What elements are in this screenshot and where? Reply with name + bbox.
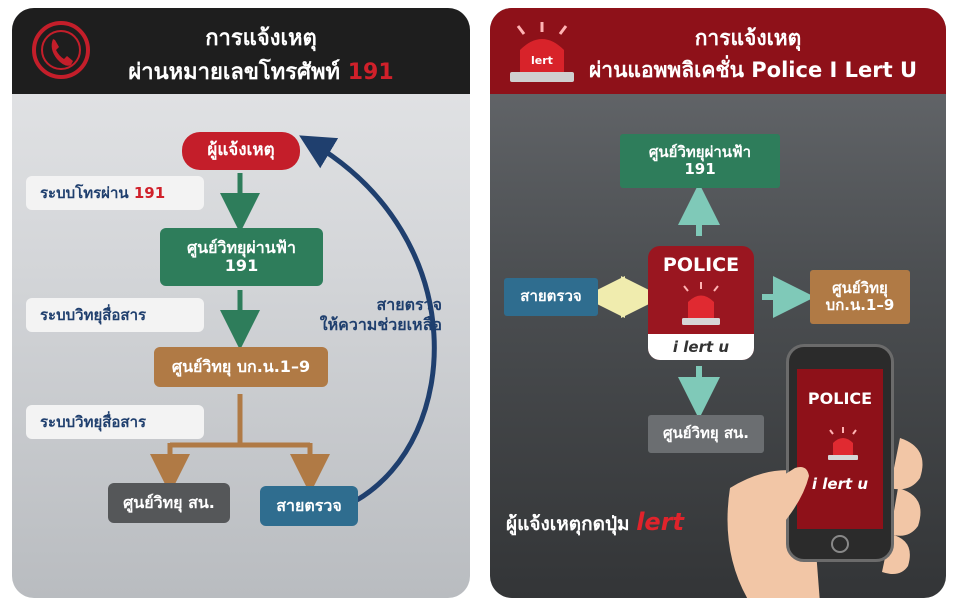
phone-system-number: 191 bbox=[133, 184, 166, 202]
app-bangkok-center-box: ศูนย์วิทยุผ่านฟ้า 191 bbox=[620, 134, 780, 188]
radio-system-label-1: ระบบวิทยุสื่อสาร bbox=[26, 298, 204, 332]
app-bangkok-center-number: 191 bbox=[684, 160, 716, 178]
phone-report-number: 191 bbox=[347, 60, 394, 85]
thumb-illustration bbox=[740, 467, 809, 528]
app-icon-title: POLICE bbox=[662, 254, 740, 276]
phone-report-subtitle-text: ผ่านหมายเลขโทรศัพท์ bbox=[128, 60, 341, 85]
press-button-text: ผู้แจ้งเหตุกดปุ่ม bbox=[506, 513, 630, 535]
app-division-box: ศูนย์วิทยุ บก.น.1–9 bbox=[810, 270, 910, 324]
siren-icon: lert bbox=[504, 20, 580, 84]
phone-home-button bbox=[831, 535, 849, 553]
reporter-box: ผู้แจ้งเหตุ bbox=[182, 132, 300, 170]
radio-system-label-2: ระบบวิทยุสื่อสาร bbox=[26, 405, 204, 439]
police-app-icon: POLICE i lert u bbox=[648, 246, 754, 360]
patrol-assist-line2: ให้ความช่วยเหลือ bbox=[319, 315, 442, 334]
app-division-line2: บก.น.1–9 bbox=[825, 296, 895, 314]
phone-system-text: ระบบโทรผ่าน bbox=[40, 184, 129, 202]
phone-screen-title: POLICE bbox=[807, 389, 873, 408]
division-radio-center-box: ศูนย์วิทยุ บก.น.1–9 bbox=[154, 347, 328, 387]
arrow-patrol-to-reporter bbox=[299, 135, 437, 503]
app-patrol-box: สายตรวจ bbox=[504, 278, 598, 316]
app-division-line1: ศูนย์วิทยุ bbox=[832, 278, 888, 297]
bangkok-radio-center-name: ศูนย์วิทยุผ่านฟ้า bbox=[187, 237, 296, 257]
press-button-brand: lert bbox=[636, 508, 685, 536]
phone-report-panel: การแจ้งเหตุ ผ่านหมายเลขโทรศัพท์ 191 ผู้แ… bbox=[12, 8, 470, 598]
app-report-header: lert การแจ้งเหตุ ผ่านแอพพลิเคชั่น Police… bbox=[490, 8, 946, 94]
station-radio-box: ศูนย์วิทยุ สน. bbox=[108, 483, 230, 523]
app-station-box: ศูนย์วิทยุ สน. bbox=[648, 415, 764, 453]
bangkok-radio-center-box: ศูนย์วิทยุผ่านฟ้า 191 bbox=[160, 228, 323, 286]
bangkok-radio-center-number: 191 bbox=[224, 256, 259, 275]
phone-icon bbox=[32, 21, 90, 79]
app-icon-siren bbox=[678, 282, 724, 326]
smartphone-screen: POLICE i lert u bbox=[797, 369, 883, 529]
phone-system-label: ระบบโทรผ่าน 191 bbox=[26, 176, 204, 210]
arrow-division-split bbox=[167, 394, 313, 470]
phone-screen-logo: i lert u bbox=[811, 475, 869, 493]
right-flow-arrows bbox=[583, 183, 815, 419]
app-bangkok-center-name: ศูนย์วิทยุผ่านฟ้า bbox=[648, 142, 752, 161]
siren-lert-text: lert bbox=[531, 54, 553, 67]
phone-report-subtitle: ผ่านหมายเลขโทรศัพท์ 191 bbox=[12, 54, 470, 89]
phone-report-header: การแจ้งเหตุ ผ่านหมายเลขโทรศัพท์ 191 bbox=[12, 8, 470, 94]
press-button-caption: ผู้แจ้งเหตุกดปุ่ม lert bbox=[506, 508, 684, 539]
smartphone: POLICE i lert u bbox=[786, 344, 894, 562]
left-flow-arrows bbox=[150, 135, 437, 503]
app-icon-logo-bar: i lert u bbox=[648, 334, 754, 360]
app-icon-logo: i lert u bbox=[672, 338, 730, 356]
patrol-assist-label: สายตรวจ ให้ความช่วยเหลือ bbox=[302, 295, 442, 335]
app-report-subtitle: ผ่านแอพพลิเคชั่น Police I Lert U bbox=[588, 58, 918, 82]
app-report-panel: lert การแจ้งเหตุ ผ่านแอพพลิเคชั่น Police… bbox=[490, 8, 946, 598]
patrol-box: สายตรวจ bbox=[260, 486, 358, 526]
patrol-assist-line1: สายตรวจ bbox=[376, 295, 442, 314]
phone-screen-siren bbox=[825, 427, 861, 461]
app-report-title: การแจ้งเหตุ bbox=[694, 26, 802, 50]
phone-report-title: การแจ้งเหตุ bbox=[205, 26, 317, 51]
